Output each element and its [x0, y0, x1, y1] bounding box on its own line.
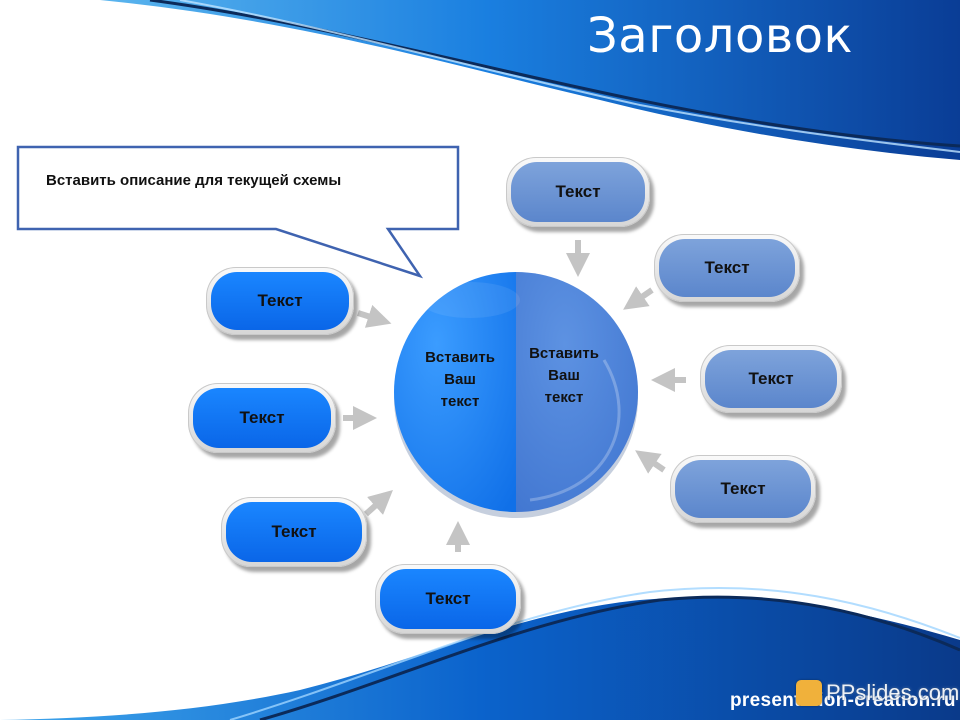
- node-left-1[interactable]: Текст: [206, 267, 354, 335]
- node-left-2[interactable]: Текст: [188, 383, 336, 453]
- arrow-right-3: [635, 450, 666, 474]
- node-right-1-label: Текст: [511, 162, 645, 222]
- circle-right-label: Вставить Ваш текст: [509, 343, 619, 409]
- node-right-3[interactable]: Текст: [700, 345, 842, 413]
- circle-left-label: Вставить Ваш текст: [405, 347, 515, 413]
- node-bottom-1-label: Текст: [380, 569, 516, 629]
- slide-title: Заголовок: [587, 8, 853, 64]
- arrow-left-3: [364, 490, 393, 517]
- callout-text: Вставить описание для текущей схемы: [46, 172, 342, 189]
- circle-right-line-1: Вставить: [529, 345, 599, 362]
- node-right-4-label: Текст: [675, 460, 811, 518]
- node-left-3-label: Текст: [226, 502, 362, 562]
- node-left-1-label: Текст: [211, 272, 349, 330]
- circle-left-half: [394, 272, 516, 512]
- arrow-right-1: [623, 286, 654, 310]
- circle-right-half: [516, 272, 638, 512]
- arrow-left-1: [357, 304, 392, 328]
- circle-left-line-2: Ваш: [444, 371, 476, 388]
- node-left-3[interactable]: Текст: [221, 497, 367, 567]
- node-left-2-label: Текст: [193, 388, 331, 448]
- node-right-2-label: Текст: [659, 239, 795, 297]
- watermark-text: PPslides.com: [826, 680, 960, 705]
- node-right-1[interactable]: Текст: [506, 157, 650, 227]
- node-bottom-1[interactable]: Текст: [375, 564, 521, 634]
- footer-site-text: presentation-creation.ru: [730, 690, 956, 711]
- circle-right-line-2: Ваш: [548, 367, 580, 384]
- circle-left-line-1: Вставить: [425, 349, 495, 366]
- node-right-2[interactable]: Текст: [654, 234, 800, 302]
- circle-left-line-3: текст: [440, 393, 480, 410]
- ppslides-logo-icon: [796, 680, 822, 706]
- node-right-3-label: Текст: [705, 350, 837, 408]
- circle-right-line-3: текст: [544, 389, 584, 406]
- node-right-4[interactable]: Текст: [670, 455, 816, 523]
- watermark: PPslides.com: [796, 680, 959, 706]
